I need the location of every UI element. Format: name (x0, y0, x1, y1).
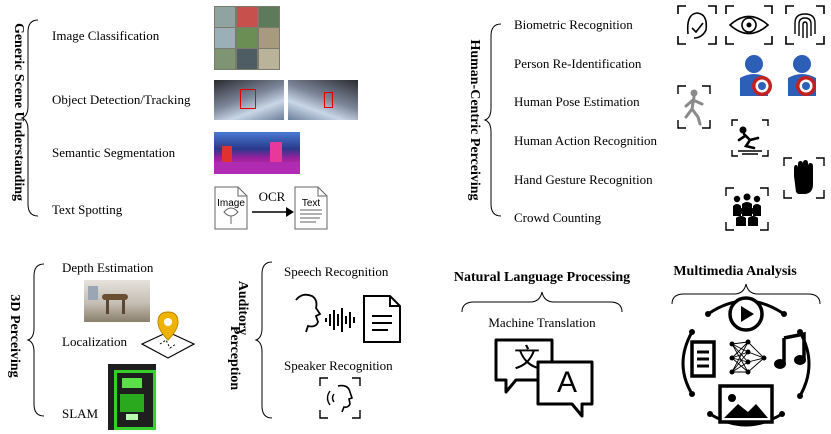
music-note-icon (774, 331, 806, 369)
play-button-icon (728, 296, 764, 332)
item-machine-translation: Machine Translation (488, 315, 596, 330)
speaker-recognition-icon (319, 377, 361, 419)
semantic-segmentation-image (214, 132, 300, 174)
translation-bubbles-icon (494, 338, 594, 418)
human-pose-icon (677, 85, 711, 129)
nlp-brace (461, 291, 623, 313)
item-human-pose-estimation: Human Pose Estimation (514, 94, 640, 109)
item-person-re-identification: Person Re-Identification (514, 56, 642, 71)
multimedia-title: Multimedia Analysis (673, 264, 797, 279)
nlp-title: Natural Language Processing (453, 270, 631, 285)
human-centric-brace (483, 23, 502, 217)
person-reid-figure-2-icon (788, 55, 816, 96)
translation-glyph-left: 文 (513, 344, 540, 374)
eye-scan-icon (725, 5, 773, 45)
item-human-action-recognition: Human Action Recognition (514, 133, 657, 148)
object-detection-image-1 (214, 80, 284, 120)
item-semantic-segmentation: Semantic Segmentation (52, 145, 176, 160)
image-classification-grid (214, 6, 280, 70)
localization-map-pin-icon (140, 311, 196, 359)
item-slam: SLAM (62, 406, 99, 421)
ocr-image-document-icon (214, 186, 248, 230)
person-reid-figure-1-icon (740, 55, 772, 96)
crowd-counting-icon (725, 187, 769, 231)
object-detection-image-2 (288, 80, 358, 120)
item-depth-estimation: Depth Estimation (62, 260, 154, 275)
fingerprint-icon (785, 5, 825, 45)
ocr-text-label: Text (301, 198, 321, 209)
ocr-arrow-icon (252, 207, 294, 217)
item-image-classification: Image Classification (52, 28, 160, 43)
item-biometric-recognition: Biometric Recognition (514, 17, 633, 32)
ocr-text-document-icon (294, 186, 328, 230)
hand-gesture-icon (783, 157, 825, 199)
slam-map-image (108, 364, 156, 430)
human-centric-title: Human-Centric Perceiving (467, 39, 482, 201)
item-localization: Localization (62, 334, 127, 349)
item-hand-gesture-recognition: Hand Gesture Recognition (514, 172, 653, 187)
speech-to-text-icon (295, 293, 401, 343)
auditory-title-line2: Perception (227, 325, 242, 391)
perceiving-3d-brace (26, 263, 45, 417)
ocr-arrow-label: OCR (258, 189, 286, 204)
depth-estimation-image (84, 280, 150, 322)
ocr-image-label: Image (217, 198, 245, 209)
item-speech-recognition: Speech Recognition (284, 264, 389, 279)
auditory-brace (254, 261, 273, 419)
item-speaker-recognition: Speaker Recognition (284, 358, 393, 373)
multimedia-brace (671, 283, 821, 305)
document-icon (690, 340, 716, 378)
face-check-icon (677, 5, 717, 45)
generic-scene-brace (20, 19, 39, 217)
image-frame-icon (718, 384, 774, 424)
human-action-icon (731, 119, 769, 157)
item-text-spotting: Text Spotting (52, 202, 123, 217)
translation-glyph-right: A (556, 366, 577, 399)
perceiving-3d-title: 3D Perceiving (7, 294, 22, 378)
neural-network-icon (729, 339, 767, 375)
item-object-detection-tracking: Object Detection/Tracking (52, 92, 191, 107)
item-crowd-counting: Crowd Counting (514, 210, 602, 225)
